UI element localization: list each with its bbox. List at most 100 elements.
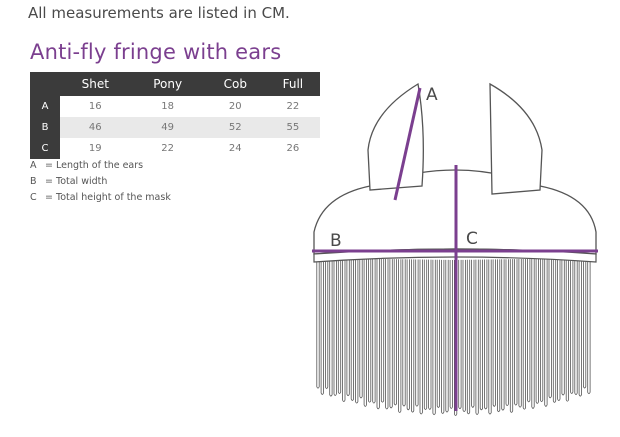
fringe-strand xyxy=(548,258,552,399)
table-cell: 49 xyxy=(130,117,205,138)
legend-text: = Length of the ears xyxy=(45,160,144,171)
fringe-strand xyxy=(380,258,385,403)
fringe-strand xyxy=(492,259,496,407)
fringe-strand xyxy=(445,259,449,413)
table-cell: 16 xyxy=(88,101,102,112)
table-cell: 46 xyxy=(60,117,131,138)
table-cell: 22 xyxy=(161,143,175,154)
fringe-strand xyxy=(466,259,471,415)
column-header-pony: Pony xyxy=(130,72,205,96)
fringe-strand xyxy=(527,258,531,403)
fringe-strand xyxy=(436,259,440,408)
fringe-strand xyxy=(389,259,393,409)
fringe-strand xyxy=(540,258,544,402)
fringe-strand xyxy=(531,258,535,409)
fringe-strand xyxy=(359,258,363,399)
fringe-strand xyxy=(488,259,492,415)
fringe-strand xyxy=(337,258,342,394)
fringe-strand xyxy=(432,259,436,416)
fringe-strand xyxy=(484,259,488,410)
legend-key: A xyxy=(30,160,37,171)
fringe-strand xyxy=(561,258,565,396)
fringe-strand xyxy=(342,258,346,402)
row-label-b: B xyxy=(30,117,60,138)
table-cell: 19 xyxy=(88,143,102,154)
fringe-strand xyxy=(441,259,445,414)
fringe-strand xyxy=(376,258,380,410)
right-ear xyxy=(489,82,543,195)
table-header-row: Shet Pony Cob Full xyxy=(30,72,320,96)
table-cell: 26 xyxy=(286,143,300,154)
fringe-strand xyxy=(587,258,591,395)
column-header-full: Full xyxy=(265,72,320,96)
fringe-strand xyxy=(475,259,479,415)
table-cell: 22 xyxy=(286,101,300,112)
fringe-strand xyxy=(350,258,354,401)
fringe-strand xyxy=(316,258,320,389)
label-b: B xyxy=(330,231,342,251)
column-header-shet: Shet xyxy=(60,72,131,96)
legend-text: = Total height of the mask xyxy=(45,192,171,203)
fringe-strand xyxy=(411,259,415,413)
fringe-strand xyxy=(497,259,501,413)
legend-item-b: B = Total width xyxy=(30,174,171,190)
fringe-strand xyxy=(329,258,333,397)
fringe-strand xyxy=(535,258,539,404)
fringe-strand xyxy=(458,259,462,410)
fringe-strand xyxy=(398,259,402,413)
fringe-strand xyxy=(578,258,582,397)
legend-item-c: C = Total height of the mask xyxy=(30,190,171,206)
table-cell: 55 xyxy=(265,117,320,138)
row-label-a: A xyxy=(30,96,60,117)
fringe-strand xyxy=(557,258,561,401)
fringe-strand xyxy=(544,258,548,407)
table-row: A 16 18 20 22 xyxy=(30,96,320,117)
table-cell: 18 xyxy=(161,101,175,112)
fringe-strand xyxy=(419,259,423,415)
fringe-strand xyxy=(565,258,569,402)
fringe-strand xyxy=(522,258,526,410)
legend-item-a: A = Length of the ears xyxy=(30,158,171,174)
fringe-strand xyxy=(518,259,522,408)
fringe-strand xyxy=(428,259,432,410)
table-cell: 24 xyxy=(228,143,242,154)
fringe-strand xyxy=(583,258,587,389)
legend-text: = Total width xyxy=(45,176,108,187)
fringe-strand xyxy=(501,259,505,411)
legend: A = Length of the ears B = Total width C… xyxy=(30,158,171,206)
fringe-strand xyxy=(552,258,557,403)
table-row: B 46 49 52 55 xyxy=(30,117,320,138)
fringe-strand xyxy=(355,258,359,404)
fringe-strand xyxy=(462,259,466,413)
fringe-strand xyxy=(393,259,397,406)
fringe-strand xyxy=(570,258,574,394)
table-cell: 52 xyxy=(204,117,266,138)
fringe-strand xyxy=(514,259,518,406)
table-row: C 19 22 24 26 xyxy=(30,138,320,159)
fringe-strand xyxy=(368,258,372,403)
fringe-strand xyxy=(449,259,453,409)
fringe-strand xyxy=(505,259,509,406)
row-label-c: C xyxy=(30,138,60,159)
fringe-strand xyxy=(471,259,475,408)
fringe-strand xyxy=(406,259,410,411)
fringe-strand xyxy=(509,259,514,413)
fringe-strand xyxy=(346,258,350,397)
fringe-strand xyxy=(385,259,389,410)
label-c: C xyxy=(466,229,478,249)
fringe-strands xyxy=(316,258,591,416)
fringe-strand xyxy=(423,259,428,410)
fringe-strand xyxy=(372,258,376,404)
fringe-strand xyxy=(415,259,419,407)
fringe-strand xyxy=(325,258,329,389)
legend-key: B xyxy=(30,176,37,187)
fringe-strand xyxy=(479,259,483,411)
fringe-strand xyxy=(402,259,406,407)
table-corner-cell xyxy=(30,72,60,96)
legend-key: C xyxy=(30,192,37,203)
fringe-strand xyxy=(320,258,324,395)
page-title: Anti-fly fringe with ears xyxy=(30,40,282,64)
measure-line-a xyxy=(393,87,422,201)
column-header-cob: Cob xyxy=(204,72,266,96)
